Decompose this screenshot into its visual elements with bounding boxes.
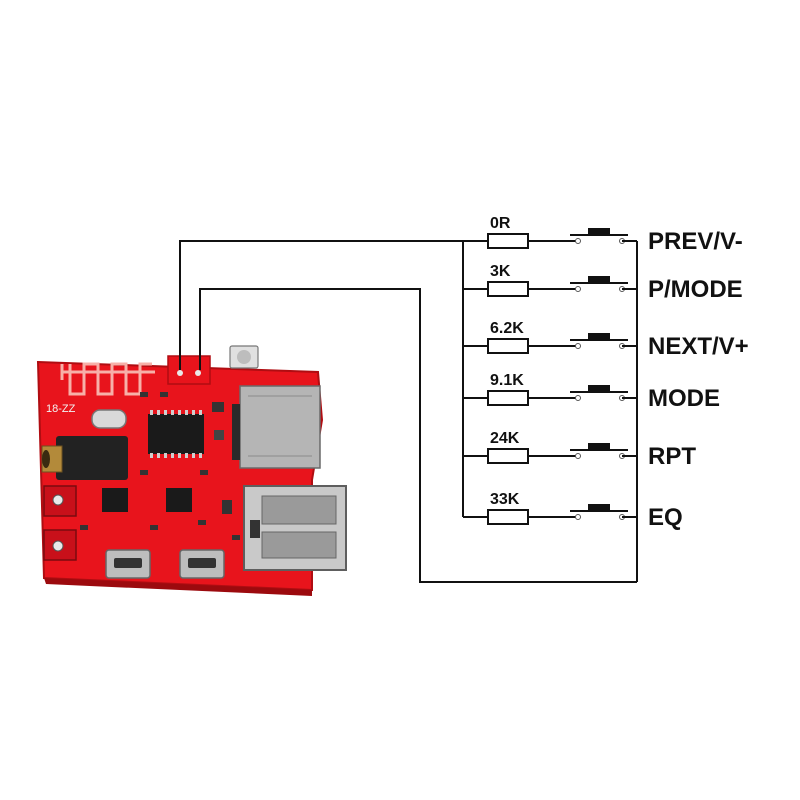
- main-ic-chip: [148, 414, 204, 454]
- pcb-board: 18-ZZ: [36, 345, 347, 596]
- tactile-switch: [229, 345, 259, 369]
- micro-usb-ports: [105, 549, 225, 579]
- switch-contact: [575, 514, 581, 520]
- resistor-symbol: [487, 509, 529, 525]
- resistor-value-label: 24K: [490, 430, 520, 447]
- main-ic-pins: [150, 410, 202, 458]
- board-label: 18-ZZ: [46, 403, 76, 415]
- switch-contact: [575, 453, 581, 459]
- button-function-label: EQ: [648, 504, 683, 531]
- button-row: 6.2K NEXT/V+: [463, 320, 749, 360]
- resistor-symbol: [487, 338, 529, 354]
- usb-a-port: [243, 485, 347, 571]
- switch-contact: [575, 343, 581, 349]
- resistor-value-label: 6.2K: [490, 320, 524, 337]
- crystal-oscillator: [91, 409, 127, 429]
- tf-card-slot: [232, 385, 321, 469]
- resistor-value-label: 0R: [490, 215, 511, 232]
- resistor-symbol: [487, 390, 529, 406]
- resistor-value-label: 9.1K: [490, 372, 524, 389]
- amp-chip-left: [102, 488, 128, 512]
- resistor-symbol: [487, 233, 529, 249]
- switch-contact: [575, 395, 581, 401]
- pushbutton-symbol: [588, 443, 610, 450]
- button-row: 33K EQ: [463, 491, 683, 531]
- resistor-value-label: 3K: [490, 263, 511, 280]
- button-function-label: RPT: [648, 443, 696, 470]
- button-row: 24K RPT: [463, 430, 696, 470]
- button-row: 3K P/MODE: [463, 263, 743, 303]
- button-function-label: MODE: [648, 385, 720, 412]
- resistor-symbol: [487, 281, 529, 297]
- resistor-symbol: [487, 448, 529, 464]
- switch-contact: [575, 286, 581, 292]
- audio-jack: [41, 436, 128, 480]
- amp-chip-right: [166, 488, 192, 512]
- button-row: 9.1K MODE: [463, 372, 720, 412]
- wire-ground: [199, 288, 637, 583]
- button-function-label: NEXT/V+: [648, 333, 749, 360]
- smd-components: [80, 392, 240, 540]
- pushbutton-symbol: [588, 228, 610, 235]
- resistor-value-label: 33K: [490, 491, 520, 508]
- switch-contact: [575, 238, 581, 244]
- pushbutton-symbol: [588, 276, 610, 283]
- wires: [179, 240, 638, 583]
- wire-signal: [179, 240, 488, 370]
- pushbutton-symbol: [588, 385, 610, 392]
- button-function-label: PREV/V-: [648, 228, 743, 255]
- pushbutton-symbol: [588, 333, 610, 340]
- screw-terminals: [43, 485, 77, 561]
- button-row: 0R PREV/V-: [463, 215, 743, 255]
- button-function-label: P/MODE: [648, 276, 743, 303]
- button-rows: 0R PREV/V- 3K P/MODE 6.2K NEXT/V+ 9.1K MODE 24K R…: [463, 215, 749, 531]
- pcb-edge: [44, 578, 312, 596]
- pushbutton-symbol: [588, 504, 610, 511]
- button-header: [167, 355, 211, 385]
